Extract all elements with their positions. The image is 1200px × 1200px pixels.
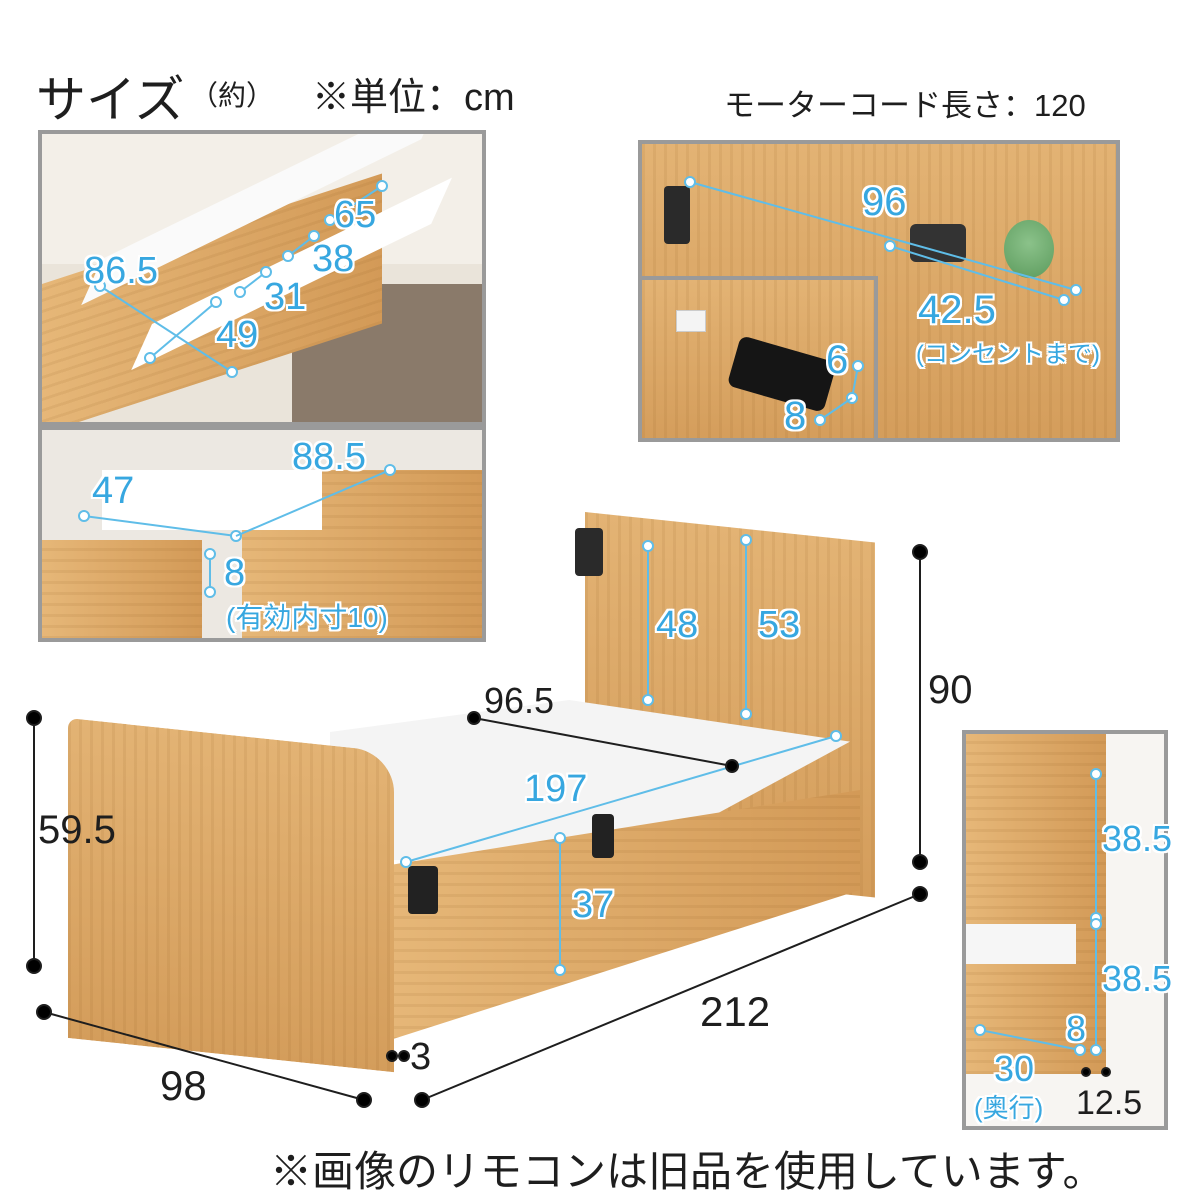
overall-width: 98 — [160, 1062, 207, 1109]
shelf-height: 6 — [826, 338, 849, 382]
drawer-effective-note: (有効内寸10) — [226, 602, 388, 633]
approx-label: （約） — [190, 80, 275, 111]
side-depth: 30 — [994, 1048, 1035, 1089]
floor-clearance: 3 — [410, 1036, 432, 1078]
page-title: サイズ — [36, 72, 185, 128]
slat-dim-86-5: 86.5 — [84, 250, 158, 292]
inner-width: 96.5 — [484, 680, 555, 721]
inner-length: 197 — [524, 768, 588, 810]
footer-note: ※画像のリモコンは旧品を使用しています。 — [270, 1148, 1105, 1195]
headboard-dimension-lines — [684, 176, 1082, 426]
headboard-width: 96 — [862, 180, 907, 224]
outlet-distance-note: (コンセントまで) — [916, 341, 1100, 368]
side-shelf-photo — [962, 730, 1168, 1130]
slat-dim-38: 38 — [312, 238, 355, 280]
clip-icon — [592, 814, 614, 858]
side-dimension-lines — [974, 768, 1102, 1056]
bed-black-dimension-lines — [26, 544, 1111, 1108]
side-depth-note: (奥行) — [974, 1093, 1044, 1123]
drawer-depth: 47 — [92, 470, 135, 512]
side-lower-shelf: 38.5 — [1102, 958, 1173, 999]
plant-icon — [1004, 220, 1054, 278]
deck-height: 37 — [572, 884, 615, 926]
outlet-inset-photo — [638, 276, 878, 442]
unit-label: ※単位：cm — [312, 77, 515, 119]
overall-height: 90 — [928, 668, 973, 712]
side-shelf-illustration — [966, 734, 1106, 1074]
clip-icon — [408, 866, 438, 914]
slat-dim-49: 49 — [216, 314, 259, 356]
drawer-height: 8 — [224, 552, 246, 594]
drawer-dimension-lines — [78, 464, 396, 598]
overall-length: 212 — [700, 988, 771, 1035]
shelf-depth: 8 — [784, 394, 807, 438]
slat-dim-65: 65 — [334, 194, 377, 236]
slat-storage-photo — [38, 130, 486, 426]
slat-dim-31: 31 — [264, 276, 307, 318]
headboard-low-height: 48 — [656, 604, 699, 646]
side-height: 8 — [1066, 1008, 1087, 1049]
drawer-width: 88.5 — [292, 436, 366, 478]
outlet-icon — [676, 310, 706, 332]
side-thickness: 12.5 — [1076, 1084, 1143, 1122]
outlet-distance: 42.5 — [918, 288, 996, 332]
drawer-photo — [38, 426, 486, 642]
side-upper-shelf: 38.5 — [1102, 818, 1173, 859]
motor-cord-length: モーターコード長さ：120 — [724, 88, 1086, 123]
remote-control-icon — [664, 186, 690, 244]
headboard-high-height: 53 — [758, 604, 801, 646]
slat-dimension-lines — [94, 180, 388, 378]
bed-blue-dimension-lines — [400, 534, 842, 976]
remote-control-icon — [575, 528, 603, 576]
footboard-height: 59.5 — [38, 808, 116, 852]
